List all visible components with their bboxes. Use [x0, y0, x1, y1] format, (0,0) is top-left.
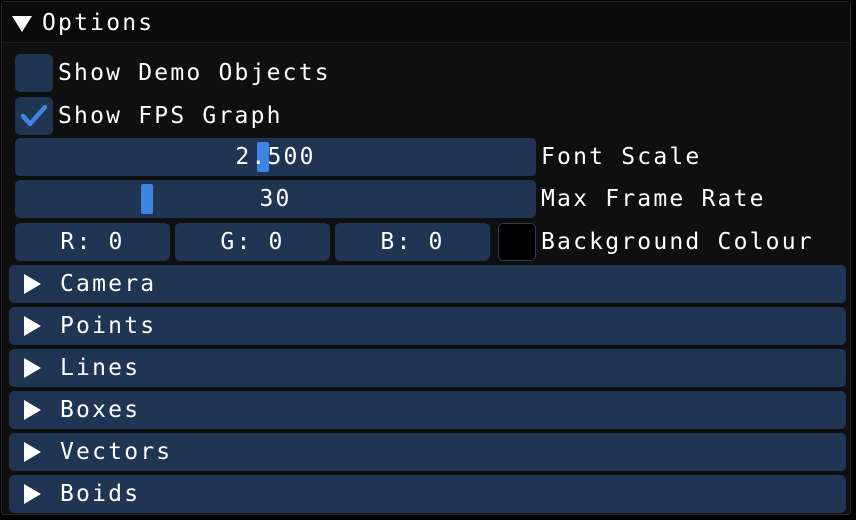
- expand-arrow-right-icon: [24, 358, 41, 378]
- expand-arrow-right-icon: [24, 316, 41, 336]
- points-section-label: Points: [60, 313, 157, 339]
- font-scale-slider[interactable]: 2.500: [15, 138, 536, 176]
- expand-arrow-right-icon: [24, 484, 41, 504]
- show-demo-objects-label[interactable]: Show Demo Objects: [58, 60, 331, 86]
- boids-section-label: Boids: [60, 481, 141, 507]
- background-colour-swatch[interactable]: [498, 223, 536, 261]
- boids-section-header[interactable]: Boids: [9, 475, 846, 513]
- background-colour-g-field[interactable]: G: 0: [175, 223, 330, 261]
- max-frame-rate-slider-grab[interactable]: [141, 184, 153, 214]
- boxes-section-label: Boxes: [60, 397, 141, 423]
- lines-section-header[interactable]: Lines: [9, 349, 846, 387]
- font-scale-slider-grab[interactable]: [257, 142, 269, 172]
- show-fps-graph-label[interactable]: Show FPS Graph: [58, 103, 283, 129]
- font-scale-value: 2.500: [235, 144, 316, 170]
- max-frame-rate-slider[interactable]: 30: [15, 180, 536, 218]
- collapse-arrow-down-icon[interactable]: [12, 16, 32, 32]
- camera-section-label: Camera: [60, 271, 157, 297]
- background-colour-label: Background Colour: [541, 229, 814, 255]
- background-colour-r-field[interactable]: R: 0: [15, 223, 170, 261]
- background-colour-b-field[interactable]: B: 0: [335, 223, 490, 261]
- show-fps-graph-checkbox[interactable]: [15, 97, 53, 135]
- expand-arrow-right-icon: [24, 400, 41, 420]
- boxes-section-header[interactable]: Boxes: [9, 391, 846, 429]
- points-section-header[interactable]: Points: [9, 307, 846, 345]
- expand-arrow-right-icon: [24, 274, 41, 294]
- vectors-section-header[interactable]: Vectors: [9, 433, 846, 471]
- options-header[interactable]: Options: [2, 2, 850, 43]
- show-demo-objects-checkbox[interactable]: [15, 54, 53, 92]
- expand-arrow-right-icon: [24, 442, 41, 462]
- camera-section-header[interactable]: Camera: [9, 265, 846, 303]
- window-title: Options: [42, 10, 155, 36]
- vectors-section-label: Vectors: [60, 439, 173, 465]
- font-scale-label: Font Scale: [541, 144, 702, 170]
- max-frame-rate-value: 30: [259, 186, 292, 212]
- max-frame-rate-label: Max Frame Rate: [541, 186, 766, 212]
- lines-section-label: Lines: [60, 355, 141, 381]
- checkmark-icon: [20, 104, 48, 127]
